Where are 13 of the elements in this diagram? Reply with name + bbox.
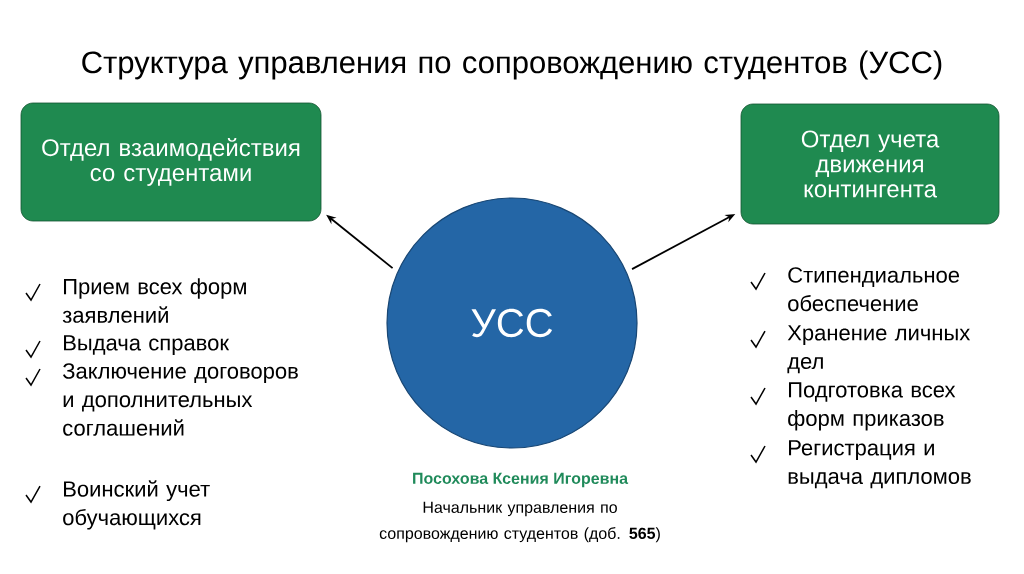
- title: Структура управления по сопровождению студентов (УСС): [82, 50, 942, 80]
- list-item: Хранение личных дел: [787, 325, 971, 374]
- list-item: Выдача справок: [64, 335, 230, 355]
- person-name: Посохова Ксения Игоревна: [413, 472, 629, 488]
- list-item: Регистрация и выдача дипломов: [788, 440, 971, 489]
- department-box: Отдел учета движения контингента: [740, 103, 1000, 225]
- list-item: Воинский учет обучающихся: [63, 480, 210, 530]
- list-item: Прием всех форм заявлений: [62, 278, 246, 323]
- list-item: Заключение договоров и дополнительных соглашений: [62, 363, 298, 436]
- job-title: Начальник управления по сопровождению студентов (доб. 565): [379, 501, 660, 543]
- list-item: Подготовка всех форм приказов: [788, 382, 956, 431]
- department-box: Отдел взаимодействия со студентами: [20, 102, 322, 222]
- list-item: Стипендиальное обеспечение: [788, 267, 960, 312]
